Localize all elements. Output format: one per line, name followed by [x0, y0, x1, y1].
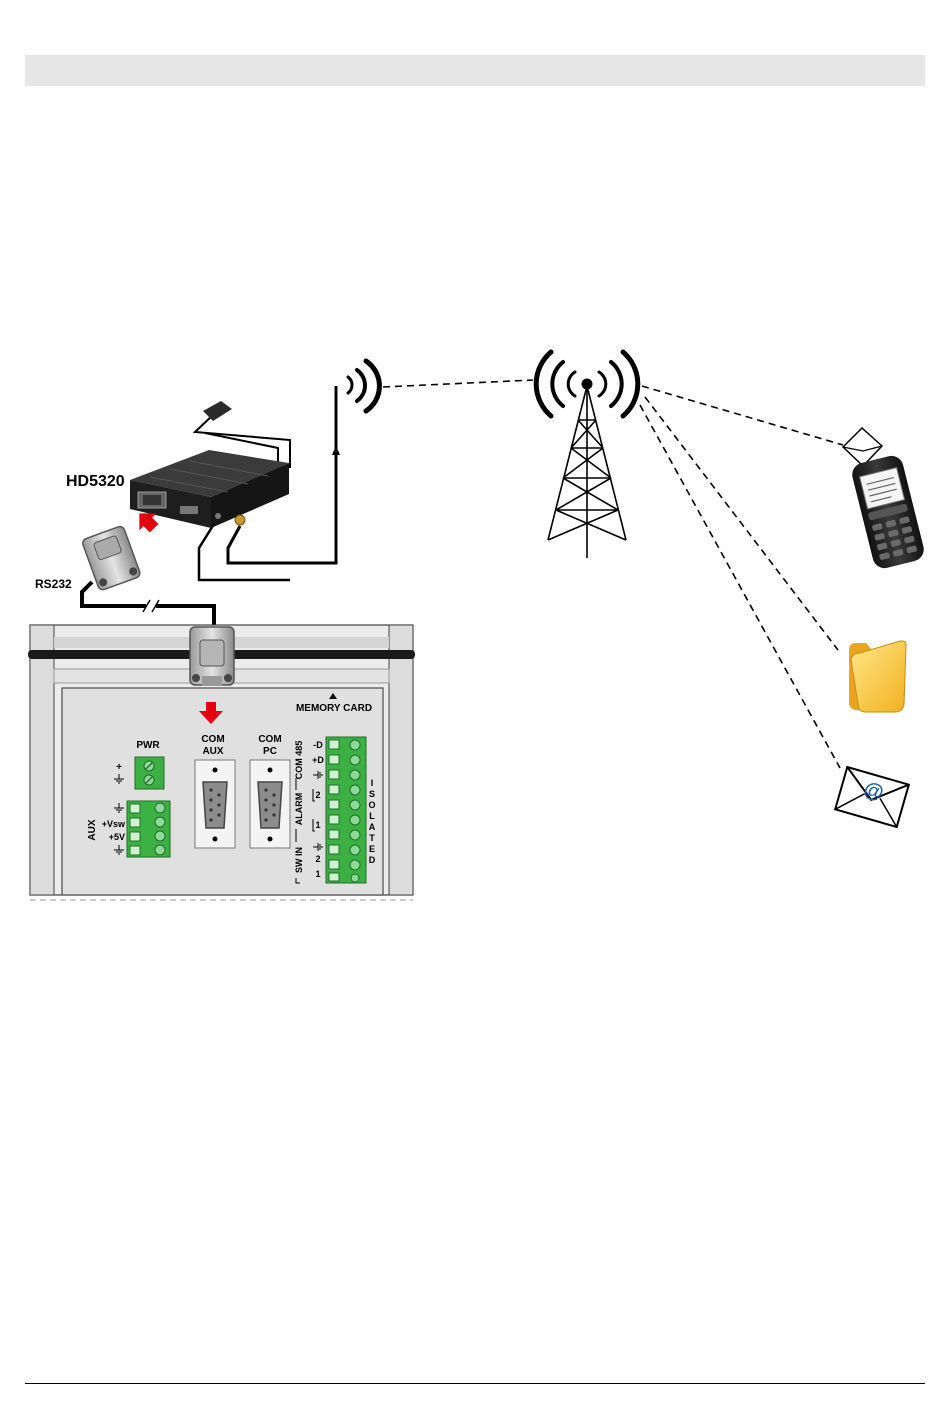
device-label: HD5320	[66, 473, 125, 490]
v5-label: +5V	[109, 832, 125, 842]
mobile-phone-icon	[843, 428, 926, 571]
com485-label: COM 485	[294, 741, 304, 780]
pwr-terminal-block	[135, 757, 164, 789]
com-pc-label-1: COM	[258, 734, 281, 745]
minus-d-label: -D	[313, 740, 323, 750]
com-aux-label-1: COM	[201, 734, 224, 745]
sw-1-label: 1	[315, 869, 320, 879]
cable-label: RS232	[35, 577, 72, 591]
db9-connector-panel	[190, 627, 234, 686]
modem-antenna	[332, 361, 379, 455]
wireless-links	[383, 380, 843, 768]
isolated-label: ISOLATED	[367, 778, 377, 866]
sw-in-label: SW IN	[294, 847, 304, 873]
isolated-terminal-strip	[326, 737, 366, 883]
aux-label: AUX	[87, 819, 98, 840]
alarm-label: ALARM	[294, 793, 304, 826]
email-icon: @	[835, 767, 909, 827]
alarm-1-label: 1	[315, 820, 320, 830]
pwr-label: PWR	[136, 740, 160, 751]
com-aux-label-2: AUX	[202, 746, 223, 757]
com-pc-port	[250, 760, 290, 848]
vsw-label: +Vsw	[102, 819, 126, 829]
com-aux-port	[195, 760, 235, 848]
com-pc-label-2: PC	[263, 746, 277, 757]
alarm-2-label: 2	[315, 790, 320, 800]
footer-rule	[25, 1383, 925, 1384]
cell-tower	[536, 352, 638, 558]
plus-d-label: +D	[312, 755, 324, 765]
hd5320-modem	[130, 401, 290, 528]
folder-icon	[849, 641, 906, 712]
memory-card-label: MEMORY CARD	[296, 703, 372, 714]
sw-2-label: 2	[315, 854, 320, 864]
pwr-plus-label: +	[116, 762, 122, 773]
aux-terminal-block	[127, 801, 170, 857]
